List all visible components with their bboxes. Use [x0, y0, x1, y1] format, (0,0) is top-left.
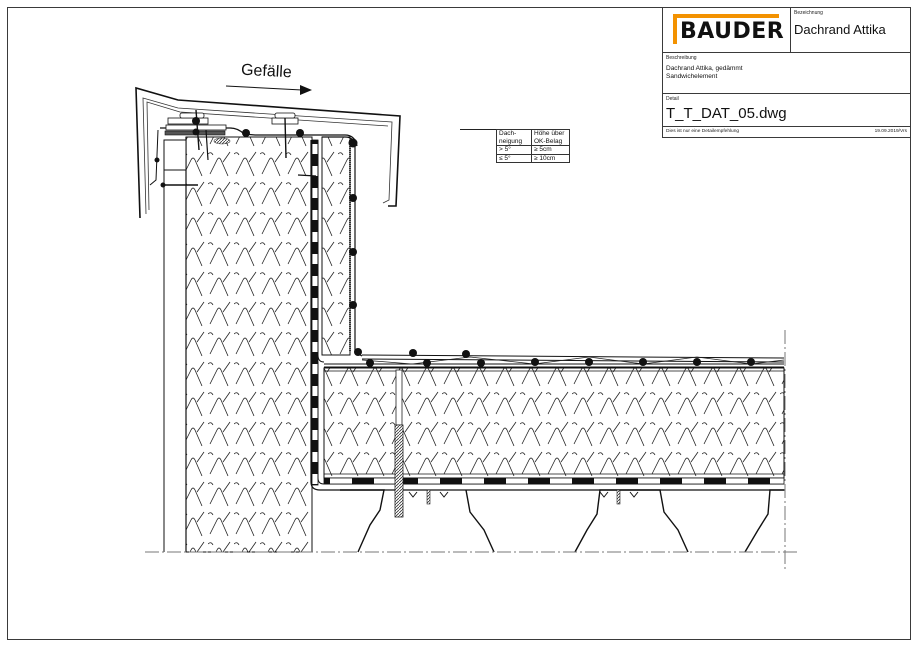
bezeichnung-cell: Bezeichnung Dachrand Attika	[791, 8, 910, 52]
table-row: > 5° ≥ 5cm	[496, 145, 570, 155]
table-row: ≤ 5° ≥ 10cm	[496, 153, 570, 163]
header-dachneigung: Dach- neigung	[496, 129, 532, 146]
wall-insulation	[163, 136, 313, 553]
header-col1-line1: Dach-	[499, 130, 517, 137]
beschreibung-line1: Dachrand Attika, gedämmt	[666, 65, 743, 72]
slope-label: Gefälle	[240, 61, 293, 82]
drawing-frame	[7, 7, 911, 640]
bauder-logo: BAUDER	[673, 14, 785, 46]
coping-cap	[135, 86, 401, 219]
upstand-insulation	[321, 136, 363, 357]
beschreibung-label: Beschreibung	[666, 55, 697, 61]
header-col1-line2: neigung	[499, 137, 523, 145]
bezeichnung-label: Bezeichnung	[794, 10, 823, 16]
cell-hoehe: ≥ 5cm	[531, 145, 570, 155]
bezeichnung-value: Dachrand Attika	[794, 22, 886, 37]
logo-bar-left	[673, 14, 677, 44]
roof-insulation	[317, 362, 785, 485]
header-col2-line1: Höhe über	[534, 130, 565, 137]
table-header-row: Dach- neigung Höhe über OK-Belag	[496, 129, 570, 146]
footer-row: Dies ist nur eine Detailempfehlung 19.09…	[663, 127, 910, 138]
cell-neigung: ≤ 5°	[496, 153, 532, 163]
footer-date: 19.09.2019/Vrs	[874, 129, 907, 134]
title-block: BAUDER Bezeichnung Dachrand Attika Besch…	[662, 7, 911, 138]
beschreibung-row: Beschreibung Dachrand Attika, gedämmt Sa…	[663, 53, 910, 94]
vertical-membrane	[310, 139, 785, 491]
steel-deck	[340, 489, 784, 553]
logo-text: BAUDER	[680, 19, 785, 44]
detail-filename: T_T_DAT_05.dwg	[666, 105, 787, 122]
detail-row: Detail T_T_DAT_05.dwg	[663, 94, 910, 127]
anchor-bolt	[394, 369, 404, 518]
cell-neigung: > 5°	[496, 145, 532, 155]
beschreibung-line2: Sandwichelement	[666, 73, 718, 80]
roof-membrane	[324, 348, 785, 368]
table-leader-line	[460, 129, 496, 130]
slope-arrow	[225, 85, 312, 95]
title-block-header-row: BAUDER Bezeichnung Dachrand Attika	[663, 8, 910, 53]
logo-bar-top	[673, 14, 779, 18]
detail-label: Detail	[666, 96, 679, 102]
logo-cell: BAUDER	[663, 8, 791, 52]
footer-note: Dies ist nur eine Detailempfehlung	[666, 129, 740, 134]
cell-hoehe: ≥ 10cm	[531, 153, 570, 163]
header-hoehe: Höhe über OK-Belag	[531, 129, 570, 146]
header-col2-line2: OK-Belag	[534, 137, 563, 145]
beschreibung-text: Dachrand Attika, gedämmt Sandwichelement	[666, 65, 743, 81]
center-lines	[145, 330, 800, 570]
slope-height-table: Dach- neigung Höhe über OK-Belag > 5° ≥ …	[496, 129, 570, 163]
